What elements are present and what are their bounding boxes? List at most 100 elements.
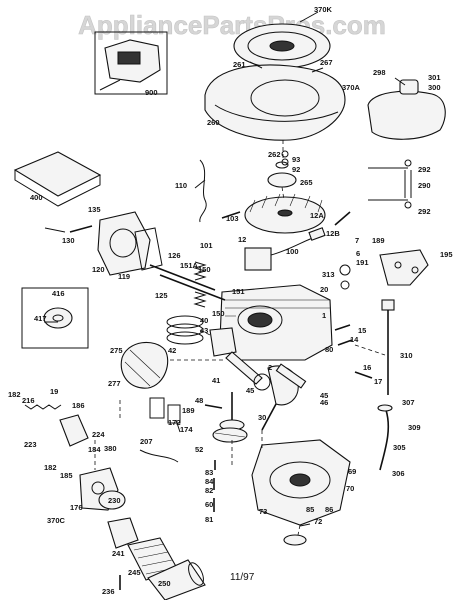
fuel-bowl: [98, 490, 126, 510]
callout-250: 250: [158, 579, 171, 588]
rewind-starter: [233, 23, 331, 69]
date-stamp: 11/97: [230, 572, 255, 583]
callout-45-top: 45: [246, 386, 254, 395]
callout-126: 126: [168, 251, 181, 260]
callout-310: 310: [400, 351, 413, 360]
callout-19: 19: [50, 387, 58, 396]
callout-84: 84: [205, 477, 214, 486]
oil-fill-tube: [377, 404, 393, 471]
spark-plug: [308, 227, 326, 241]
callout-176: 176: [70, 503, 83, 512]
callout-313: 313: [322, 270, 335, 279]
callout-185: 185: [60, 471, 73, 480]
callout-370a: 370A: [342, 83, 361, 92]
callout-30: 30: [258, 413, 266, 422]
air-filter-element: [13, 151, 102, 207]
callout-81: 81: [205, 515, 213, 524]
callout-93: 93: [292, 155, 300, 164]
oil-seal: [283, 534, 307, 546]
callout-70: 70: [346, 484, 354, 493]
callout-100: 100: [286, 247, 299, 256]
valve-springs: [149, 261, 226, 308]
blower-housing: [204, 64, 346, 141]
throttle-link: [24, 404, 179, 463]
callout-60: 60: [205, 500, 213, 509]
callout-184: 184: [88, 445, 101, 454]
callout-46: 46: [320, 398, 328, 407]
callout-73: 73: [259, 507, 267, 516]
callout-150-bottom: 150: [212, 309, 225, 318]
callout-301: 301: [428, 73, 441, 82]
callout-182-top: 182: [8, 390, 21, 399]
callout-230: 230: [108, 496, 121, 505]
callout-186: 186: [72, 401, 85, 410]
callout-262: 262: [268, 150, 281, 159]
callout-86: 86: [325, 505, 333, 514]
air-cleaner-base: [107, 517, 139, 549]
callout-7: 7: [355, 236, 359, 245]
callout-1: 1: [322, 311, 326, 320]
callout-275: 275: [110, 346, 123, 355]
callout-245: 245: [128, 568, 141, 577]
callout-223: 223: [24, 440, 37, 449]
callout-309: 309: [408, 423, 421, 432]
dipstick: [381, 299, 395, 395]
callout-277: 277: [108, 379, 121, 388]
callout-174: 174: [180, 425, 193, 434]
callout-207: 207: [140, 437, 153, 446]
air-filter-cartridge: [147, 559, 206, 600]
watermark: AppliancePartsPros.com: [78, 10, 386, 40]
fasteners: [69, 150, 412, 590]
callout-125: 125: [155, 291, 168, 300]
callout-41: 41: [212, 376, 220, 385]
callout-92: 92: [292, 165, 300, 174]
callout-6: 6: [356, 249, 360, 258]
callout-191: 191: [356, 258, 369, 267]
callout-300: 300: [428, 83, 441, 92]
callout-16: 16: [363, 363, 371, 372]
callout-307: 307: [402, 398, 415, 407]
callout-12a: 12A: [310, 211, 324, 220]
callout-292-bottom: 292: [418, 207, 431, 216]
callout-260: 260: [207, 118, 220, 127]
callout-195: 195: [440, 250, 453, 259]
leader-lines: [44, 11, 408, 527]
piston: [209, 327, 237, 357]
cylinder-head-gasket: [134, 227, 163, 271]
callout-101: 101: [200, 241, 213, 250]
callout-15: 15: [358, 326, 366, 335]
callout-43: 43: [200, 326, 208, 335]
callout-298: 298: [373, 68, 386, 77]
callout-labels: 370K 900 261 267 370A 298 301 300 260 26…: [8, 5, 453, 596]
callout-48: 48: [195, 396, 203, 405]
callout-380: 380: [104, 444, 117, 453]
callout-370c: 370C: [47, 516, 66, 525]
callout-40: 40: [200, 316, 208, 325]
connecting-rod: [225, 351, 271, 391]
callout-151a: 151A: [180, 261, 199, 270]
callout-267: 267: [320, 58, 333, 67]
callout-12b: 12B: [326, 229, 340, 238]
callout-241: 241: [112, 549, 125, 558]
callout-305: 305: [393, 443, 406, 452]
camshaft: [219, 392, 245, 431]
callout-72: 72: [314, 517, 322, 526]
callout-265: 265: [300, 178, 313, 187]
callout-224: 224: [92, 430, 105, 439]
callout-12: 12: [238, 235, 246, 244]
engine-assembly-inset: [94, 31, 168, 95]
callout-83: 83: [205, 468, 213, 477]
callout-45-bottom: 45: [320, 391, 328, 400]
callout-216: 216: [22, 396, 35, 405]
fuel-tank: [367, 79, 446, 140]
callout-42: 42: [168, 346, 176, 355]
callout-14: 14: [350, 335, 359, 344]
gasket-set: [149, 397, 181, 424]
piston-rings: [166, 315, 204, 345]
callout-150-top: 150: [198, 265, 211, 274]
ground-wire: [199, 159, 207, 223]
callout-416: 416: [52, 289, 65, 298]
callout-370k: 370K: [314, 5, 333, 14]
valve-cover: [97, 211, 151, 276]
